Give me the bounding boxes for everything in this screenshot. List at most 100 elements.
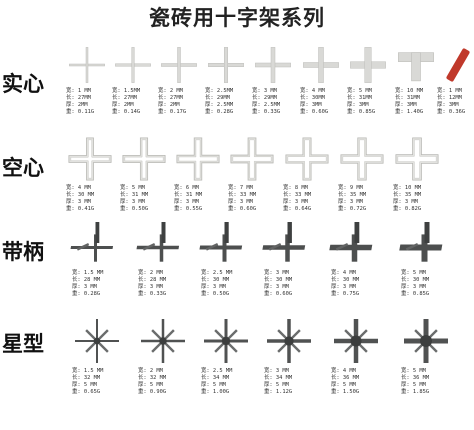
solid-cross-shape bbox=[350, 47, 386, 83]
spec-weight: 重: 1.85G bbox=[401, 389, 430, 396]
spec-width: 宽: 5 MM bbox=[401, 368, 426, 374]
spec-thickness: 厚: 5 MM bbox=[331, 382, 356, 389]
solid-cross-shape bbox=[255, 47, 291, 83]
spec-width: 宽: 2.5MM bbox=[205, 88, 234, 94]
spec-length: 长: 32 MM bbox=[138, 375, 167, 382]
spec-thickness: 厚: 2MM bbox=[158, 102, 180, 109]
spec-width: 宽: 1 MM bbox=[66, 88, 91, 94]
spec-width: 宽: 2 MM bbox=[138, 270, 163, 276]
spec-length: 长: 35 MM bbox=[338, 192, 367, 199]
spec-weight: 重: 0.50G bbox=[201, 291, 230, 298]
spec-thickness: 厚: 3MM bbox=[437, 102, 459, 109]
spec-thickness: 厚: 3 MM bbox=[120, 199, 145, 206]
solid-cross-image bbox=[255, 47, 291, 83]
spec-length: 长: 36 MM bbox=[331, 375, 360, 382]
spec-width: 宽: 1.5MM bbox=[112, 88, 141, 94]
spec-weight: 重: 0.60G bbox=[228, 206, 257, 213]
spec-weight: 重: 0.50G bbox=[120, 206, 149, 213]
handle-cross-shape bbox=[262, 222, 306, 262]
hollow-cross-shape bbox=[176, 137, 220, 181]
handle-cross-image bbox=[329, 222, 373, 262]
spec-width: 宽: 10 MM bbox=[393, 185, 422, 191]
solid-cross-shape bbox=[115, 47, 151, 83]
hollow-cross-image bbox=[285, 137, 329, 181]
spec-thickness: 厚: 5 MM bbox=[401, 382, 426, 389]
spec-length: 长: 27MM bbox=[158, 95, 183, 102]
handle-cross-shape bbox=[399, 222, 443, 262]
handle-cross-image bbox=[262, 222, 306, 262]
spec-length: 长: 27MM bbox=[66, 95, 91, 102]
spec-length: 长: 31 MM bbox=[174, 192, 203, 199]
spec-thickness: 厚: 3 MM bbox=[228, 199, 253, 206]
star-cross-image bbox=[267, 319, 311, 363]
spec-weight: 重: 1.12G bbox=[264, 389, 293, 396]
spec-length: 长: 28 MM bbox=[138, 277, 167, 284]
spec-length: 长: 34 MM bbox=[201, 375, 230, 382]
spec-length: 长: 28 MM bbox=[72, 277, 101, 284]
spec-length: 长: 34 MM bbox=[264, 375, 293, 382]
spec-length: 长: 30 MM bbox=[331, 277, 360, 284]
solid-cross-shape bbox=[69, 47, 105, 83]
star-cross-image bbox=[141, 319, 185, 363]
hollow-cross-shape bbox=[230, 137, 274, 181]
spec-weight: 重: 0.64G bbox=[283, 206, 312, 213]
star-cross-shape bbox=[404, 319, 448, 363]
solid-cross-image bbox=[115, 47, 151, 83]
spec-thickness: 厚: 3 MM bbox=[66, 199, 91, 206]
spec-thickness: 厚: 3 MM bbox=[201, 284, 226, 291]
spec-weight: 重: 0.41G bbox=[66, 206, 95, 213]
spec-weight: 重: 0.60G bbox=[300, 109, 329, 116]
spec-thickness: 厚: 3 MM bbox=[401, 284, 426, 291]
spec-weight: 重: 0.11G bbox=[66, 109, 95, 116]
spec-length: 长: 12MM bbox=[437, 95, 462, 102]
star-cross-shape bbox=[204, 319, 248, 363]
solid-cross-image bbox=[350, 47, 386, 83]
spec-length: 长: 30 MM bbox=[401, 277, 430, 284]
spec-length: 长: 29MM bbox=[205, 95, 230, 102]
spec-thickness: 厚: 3 MM bbox=[331, 284, 356, 291]
spec-thickness: 厚: 5 MM bbox=[138, 382, 163, 389]
spec-length: 长: 29MM bbox=[252, 95, 277, 102]
hollow-cross-shape bbox=[340, 137, 384, 181]
spec-width: 宽: 1 MM bbox=[437, 88, 462, 94]
solid-cross-image bbox=[398, 52, 434, 82]
spec-thickness: 厚: 3 MM bbox=[72, 284, 97, 291]
spec-width: 宽: 10 MM bbox=[395, 88, 424, 94]
spec-thickness: 厚: 2.5MM bbox=[252, 102, 281, 109]
spec-width: 宽: 2 MM bbox=[138, 368, 163, 374]
spec-thickness: 厚: 3MM bbox=[300, 102, 322, 109]
handle-cross-shape bbox=[329, 222, 373, 262]
spec-weight: 重: 0.28G bbox=[72, 291, 101, 298]
spec-width: 宽: 2 MM bbox=[158, 88, 183, 94]
spec-length: 长: 33 MM bbox=[283, 192, 312, 199]
handle-cross-image bbox=[70, 222, 114, 262]
spec-thickness: 厚: 3 MM bbox=[393, 199, 418, 206]
hollow-cross-image bbox=[340, 137, 384, 181]
spec-width: 宽: 1.5 MM bbox=[72, 270, 104, 276]
spec-thickness: 厚: 3 MM bbox=[283, 199, 308, 206]
hollow-cross-image bbox=[395, 137, 439, 181]
spec-width: 宽: 7 MM bbox=[228, 185, 253, 191]
spec-thickness: 厚: 3 MM bbox=[174, 199, 199, 206]
spec-weight: 重: 0.65G bbox=[72, 389, 101, 396]
spec-width: 宽: 4 MM bbox=[331, 270, 356, 276]
